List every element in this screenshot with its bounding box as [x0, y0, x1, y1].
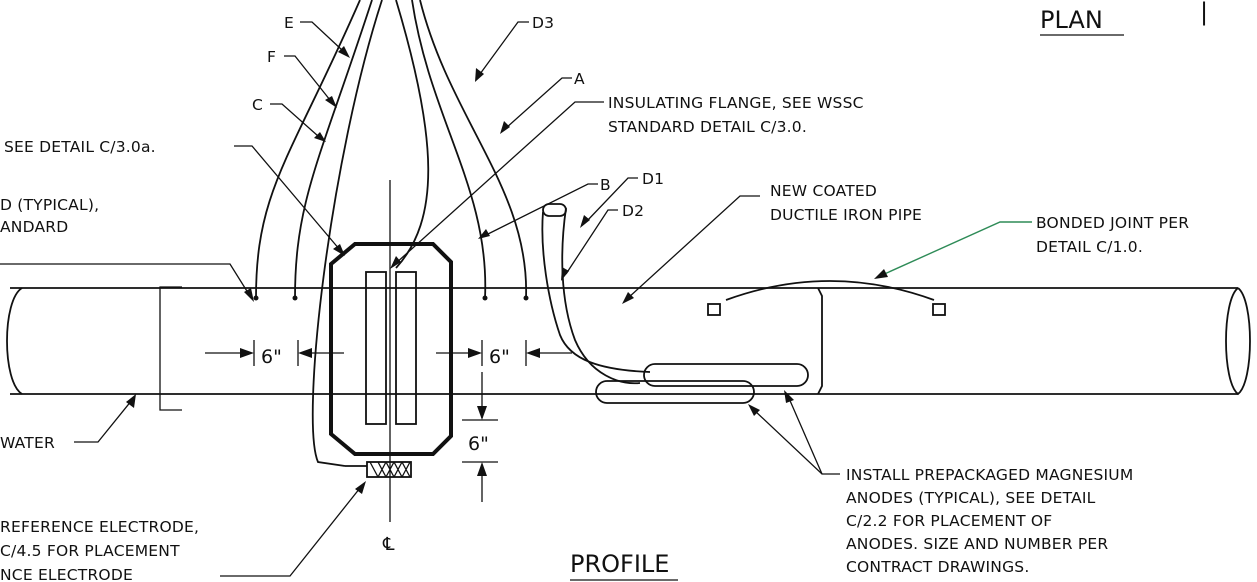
dim-vertical-label: 6"	[468, 433, 489, 455]
callout-typical-1: D (TYPICAL),	[0, 196, 99, 214]
wire-label-b: B	[600, 176, 611, 194]
callout-bonded-1: BONDED JOINT PER	[1036, 214, 1189, 232]
callout-see-detail: SEE DETAIL C/3.0a.	[4, 138, 156, 156]
insulating-flange	[329, 242, 453, 456]
dimension-vertical	[462, 372, 498, 502]
callout-anodes-5: CONTRACT DRAWINGS.	[846, 558, 1029, 576]
callout-insulating-flange-2: STANDARD DETAIL C/3.0.	[608, 118, 807, 136]
plan-title: PLAN	[1040, 6, 1103, 34]
pipe-bell-joint	[707, 280, 946, 395]
wire-label-a: A	[574, 70, 585, 88]
leaders	[0, 21, 1032, 577]
wire-label-d1: D1	[642, 170, 664, 188]
callout-bonded-2: DETAIL C/1.0.	[1036, 238, 1143, 256]
wire-label-f: F	[267, 48, 276, 66]
callout-water: WATER	[0, 434, 55, 452]
dim-left-label: 6"	[261, 346, 282, 368]
plan-sheet-mark: |	[1200, 0, 1208, 26]
callout-reference-1: REFERENCE ELECTRODE,	[0, 518, 199, 536]
callout-anodes-1: INSTALL PREPACKAGED MAGNESIUM	[846, 466, 1133, 484]
dimension-left	[205, 340, 344, 366]
anodes	[541, 203, 809, 404]
callout-reference-2: C/4.5 FOR PLACEMENT	[0, 542, 180, 560]
callout-new-pipe-2: DUCTILE IRON PIPE	[770, 206, 922, 224]
callout-anodes-2: ANODES (TYPICAL), SEE DETAIL	[846, 489, 1096, 507]
pipe	[6, 287, 1251, 396]
profile-title: PROFILE	[570, 550, 669, 578]
callout-typical-2: ANDARD	[0, 218, 68, 236]
wire-label-c: C	[252, 96, 263, 114]
centerline-symbol: ℄	[382, 534, 395, 555]
callout-anodes-3: C/2.2 FOR PLACEMENT OF	[846, 512, 1052, 530]
reference-electrode	[366, 461, 412, 478]
callout-anodes-4: ANODES. SIZE AND NUMBER PER	[846, 535, 1108, 553]
test-wires	[253, 0, 529, 467]
wire-label-d2: D2	[622, 202, 644, 220]
dimension-right	[436, 340, 572, 366]
callout-reference-3: NCE ELECTRODE	[0, 566, 133, 582]
wire-label-e: E	[284, 14, 294, 32]
callout-insulating-flange-1: INSULATING FLANGE, SEE WSSC	[608, 94, 864, 112]
pipe-sleeve-bracket	[159, 286, 182, 411]
wire-label-d3: D3	[532, 14, 554, 32]
dim-right-label: 6"	[489, 346, 510, 368]
callout-new-pipe-1: NEW COATED	[770, 182, 877, 200]
